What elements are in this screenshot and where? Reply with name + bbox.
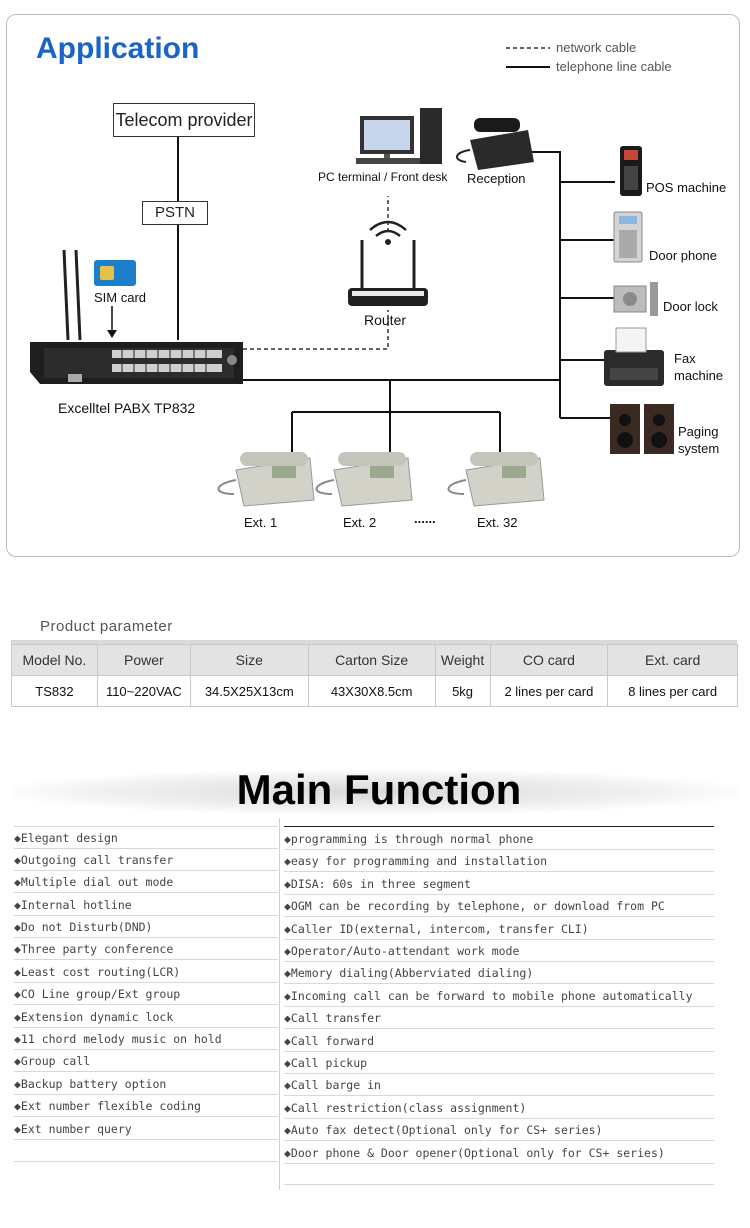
table-header-co-card: CO card	[489, 644, 609, 676]
ext32-label: Ext. 32	[477, 515, 518, 530]
product-parameter-bar	[11, 640, 737, 646]
router-label: Router	[364, 312, 407, 328]
table-cell-carton-size: 43X30X8.5cm	[307, 675, 436, 707]
list-item	[14, 1140, 278, 1162]
list-item: ◆CO Line group/Ext group	[14, 983, 278, 1005]
list-item: ◆DISA: 60s in three segment	[284, 873, 714, 895]
reception-label: Reception	[467, 171, 526, 186]
main-function-banner	[10, 770, 740, 814]
main-function-bottom-rule	[284, 1184, 714, 1185]
main-function-title: Main Function	[236, 766, 522, 813]
pos-machine-label: POS machine	[646, 180, 727, 195]
list-item: ◆Ext number flexible coding	[14, 1095, 278, 1117]
door-phone-image	[613, 211, 643, 263]
list-item: ◆Multiple dial out mode	[14, 871, 278, 893]
pc-terminal-image	[356, 108, 442, 164]
sim-card-label: SIM card	[94, 290, 147, 305]
list-item: ◆Call restriction(class assignment)	[284, 1097, 714, 1119]
list-item: ◆OGM can be recording by telephone, or d…	[284, 895, 714, 917]
legend-network-label: network cable	[556, 40, 637, 55]
telecom-provider-box: Telecom provider	[113, 103, 255, 137]
table-header-row: Model No. Power Size Carton Size Weight …	[11, 644, 738, 676]
paging-system-image	[610, 404, 674, 454]
ext1-phone-image	[217, 452, 315, 507]
list-item: ◆Internal hotline	[14, 894, 278, 916]
ext32-phone-image	[447, 452, 545, 507]
table-header-carton-size: Carton Size	[307, 644, 436, 676]
table-header-weight: Weight	[434, 644, 491, 676]
application-diagram	[30, 47, 674, 507]
table-cell-model: TS832	[11, 675, 98, 707]
door-lock-label: Door lock	[663, 299, 718, 314]
list-item: ◆Group call	[14, 1050, 278, 1072]
list-item: ◆11 chord melody music on hold	[14, 1028, 278, 1050]
table-cell-power: 110~220VAC	[96, 675, 191, 707]
list-item: ◆Three party conference	[14, 938, 278, 960]
product-parameter-table: Model No. Power Size Carton Size Weight …	[11, 644, 738, 707]
list-item: ◆Memory dialing(Abberviated dialing)	[284, 962, 714, 984]
table-header-size: Size	[189, 644, 309, 676]
list-item: ◆easy for programming and installation	[284, 850, 714, 872]
list-item: ◆Door phone & Door opener(Optional only …	[284, 1142, 714, 1164]
list-item: ◆Ext number query	[14, 1118, 278, 1140]
list-item: ◆Elegant design	[14, 827, 278, 849]
pos-machine-image	[620, 146, 642, 196]
table-cell-size: 34.5X25X13cm	[189, 675, 309, 707]
list-item: ◆Do not Disturb(DND)	[14, 916, 278, 938]
reception-phone-image	[456, 118, 534, 170]
pstn-box: PSTN	[142, 201, 208, 225]
sim-card-image	[94, 260, 136, 286]
pc-terminal-label: PC terminal / Front desk	[318, 170, 448, 184]
sim-arrow-head	[107, 330, 117, 338]
list-item: ◆programming is through normal phone	[284, 828, 714, 850]
ext-dots-label: ......	[414, 511, 436, 526]
pabx-device	[30, 249, 243, 384]
list-item: ◆Backup battery option	[14, 1073, 278, 1095]
list-item: ◆Outgoing call transfer	[14, 849, 278, 871]
list-item: ◆Auto fax detect(Optional only for CS+ s…	[284, 1119, 714, 1141]
table-cell-co-card: 2 lines per card	[489, 675, 609, 707]
list-item: ◆Call forward	[284, 1030, 714, 1052]
main-function-top-rule	[284, 826, 714, 827]
reception-line	[525, 151, 561, 182]
pabx-label: Excelltel PABX TP832	[58, 400, 196, 416]
ext1-label: Ext. 1	[244, 515, 278, 530]
application-title: Application	[36, 32, 200, 65]
list-item: ◆Extension dynamic lock	[14, 1006, 278, 1028]
router-image	[348, 220, 428, 306]
ext2-phone-image	[315, 452, 413, 507]
main-function-left-top-rule	[14, 826, 278, 827]
list-item: ◆Call transfer	[284, 1007, 714, 1029]
network-cable-router	[243, 310, 389, 350]
fax-machine-label: Fax machine	[674, 351, 724, 383]
list-item: ◆Least cost routing(LCR)	[14, 961, 278, 983]
product-parameter-title: Product parameter	[40, 618, 173, 635]
main-function-divider	[279, 818, 280, 1190]
list-item: ◆Call barge in	[284, 1074, 714, 1096]
legend-telephone-label: telephone line cable	[556, 59, 672, 74]
table-header-power: Power	[96, 644, 191, 676]
table-row: TS832 110~220VAC 34.5X25X13cm 43X30X8.5c…	[11, 675, 738, 707]
table-header-model: Model No.	[11, 644, 98, 676]
list-item: ◆Incoming call can be forward to mobile …	[284, 985, 714, 1007]
ext2-label: Ext. 2	[343, 515, 377, 530]
list-item: ◆Operator/Auto-attendant work mode	[284, 940, 714, 962]
list-item: ◆Caller ID(external, intercom, transfer …	[284, 918, 714, 940]
paging-system-label: Paging system	[678, 424, 720, 456]
door-phone-label: Door phone	[649, 248, 717, 263]
list-item: ◆Call pickup	[284, 1052, 714, 1074]
door-lock-image	[613, 282, 658, 316]
table-header-ext-card: Ext. card	[607, 644, 738, 676]
table-cell-ext-card: 8 lines per card	[607, 675, 738, 707]
fax-machine-image	[604, 327, 664, 386]
table-cell-weight: 5kg	[434, 675, 491, 707]
